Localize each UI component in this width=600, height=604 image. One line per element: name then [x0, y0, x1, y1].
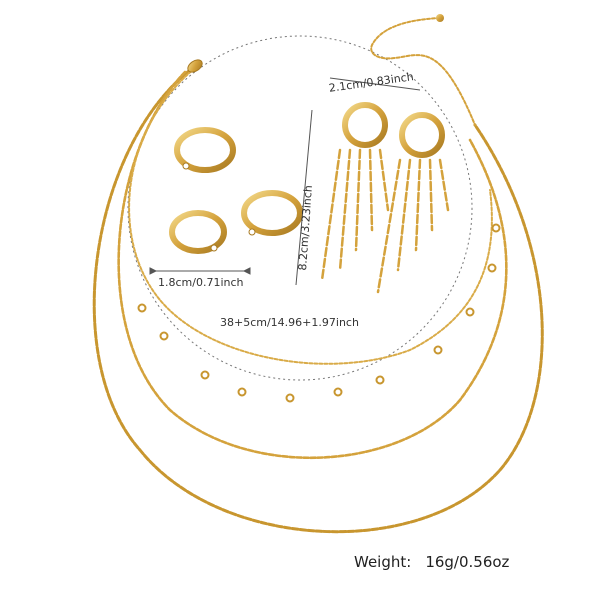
tassel-earrings: [320, 102, 450, 294]
weight-info: Weight: 16g/0.56oz: [354, 553, 509, 571]
earring-height-line: [295, 109, 313, 286]
ring-bottom-left: [169, 210, 227, 254]
necklace-length-label: 38+5cm/14.96+1.97inch: [220, 316, 359, 329]
layered-necklace: [92, 14, 544, 534]
weight-label: Weight:: [354, 553, 412, 571]
ring-size-label: 1.8cm/0.71inch: [158, 276, 244, 289]
extender-chain: [370, 17, 476, 126]
extender-end-bead: [436, 14, 444, 22]
earring-left: [320, 102, 390, 282]
earring-width-line: [329, 77, 421, 91]
weight-value: 16g/0.56oz: [425, 553, 510, 571]
dimension-lines: [149, 77, 421, 286]
dimension-guide-circle: [127, 35, 473, 381]
necklace-charms: [137, 223, 501, 403]
ring-bottom-right: [241, 190, 303, 236]
open-rings: [169, 127, 303, 254]
lobster-clasp: [187, 59, 203, 73]
necklace-strand-outer: [92, 68, 544, 534]
earring-right: [376, 112, 450, 294]
necklace-strand-inner: [128, 67, 493, 365]
necklace-strand-middle: [117, 70, 508, 460]
ring-top: [174, 127, 236, 173]
